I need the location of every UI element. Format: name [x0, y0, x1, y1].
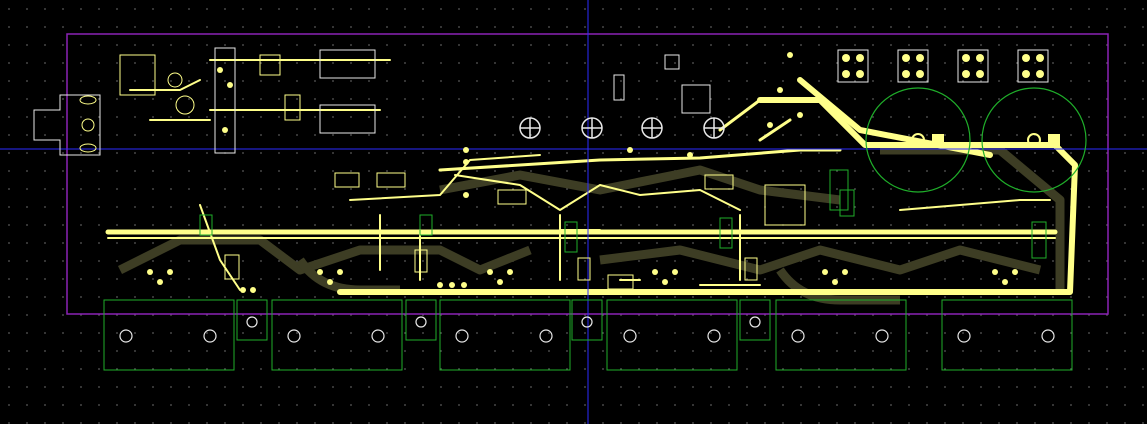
capacitor-pads: [911, 133, 1060, 147]
mounting-holes: [519, 117, 725, 139]
terminal-pads: [842, 54, 1044, 78]
output-transistor-row[interactable]: [103, 299, 1073, 371]
small-component-pads: [147, 52, 1018, 293]
power-input-connector[interactable]: [33, 94, 101, 156]
preamp-component-cluster[interactable]: [119, 47, 376, 154]
speaker-terminals[interactable]: [837, 49, 1049, 83]
transistor-mount-holes: [119, 316, 1055, 343]
driver-stage-components[interactable]: [199, 189, 1047, 290]
filter-capacitors[interactable]: [865, 87, 1087, 193]
